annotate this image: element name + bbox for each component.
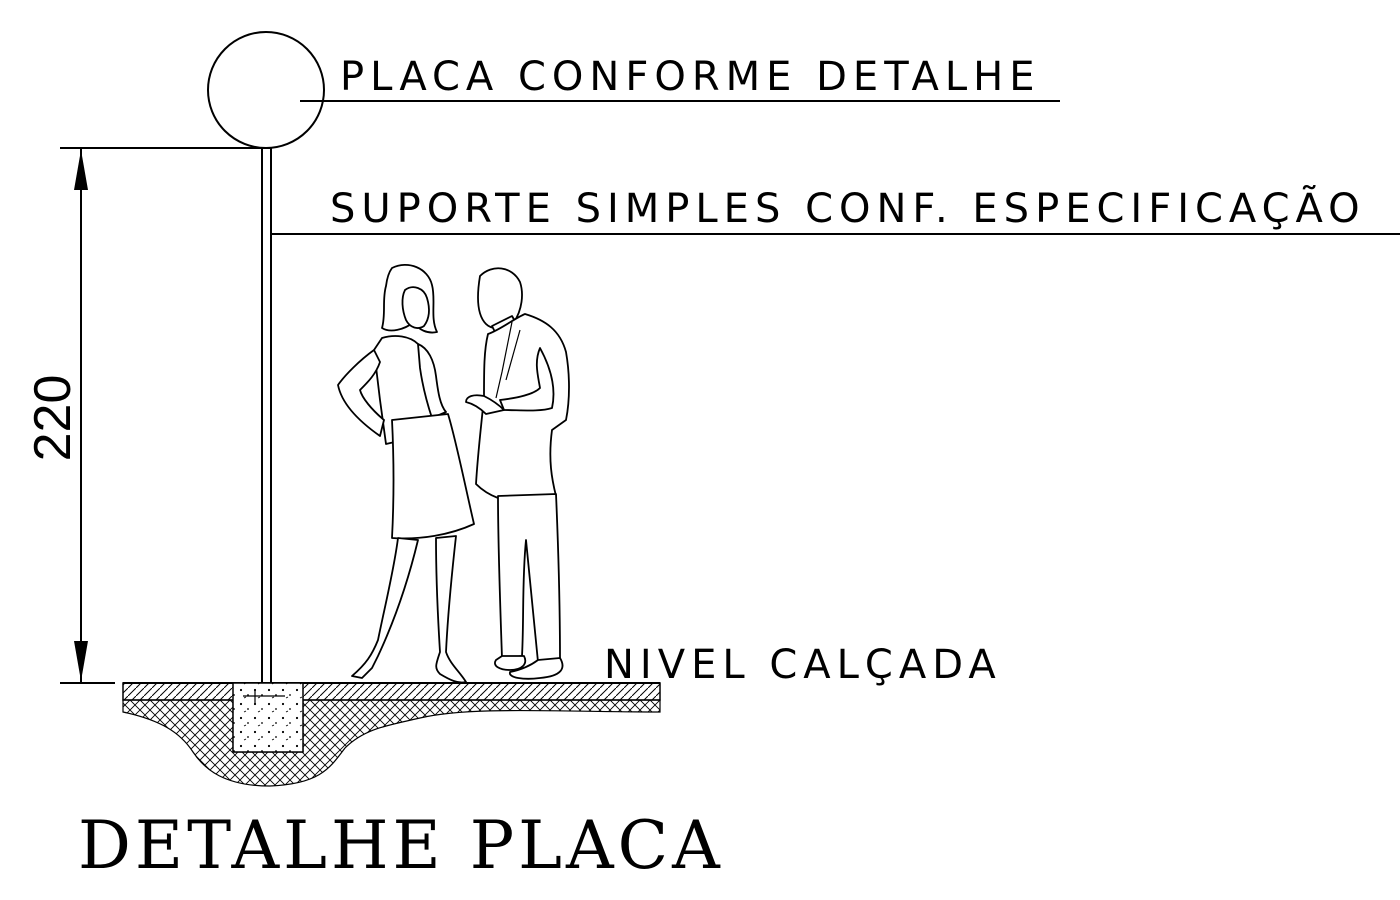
woman-figure xyxy=(337,263,475,684)
drawing-title: DETALHE PLACA xyxy=(78,807,724,884)
ground-level-label: NIVEL CALÇADA xyxy=(604,642,1002,688)
sign-label: PLACA CONFORME DETALHE xyxy=(340,54,1041,100)
sign-disc xyxy=(207,31,325,149)
support-post xyxy=(261,147,272,745)
dimension-arrow-bottom xyxy=(74,641,88,681)
dimension-line xyxy=(60,147,262,684)
dimension-value: 220 xyxy=(24,375,82,462)
ground-section xyxy=(122,682,661,787)
soil-fill xyxy=(122,699,661,787)
dimension-arrow-top xyxy=(74,150,88,190)
man-figure xyxy=(465,267,570,680)
support-label: SUPORTE SIMPLES CONF. ESPECIFICAÇÃO xyxy=(330,184,1366,232)
sidewalk-hatch xyxy=(122,682,661,701)
